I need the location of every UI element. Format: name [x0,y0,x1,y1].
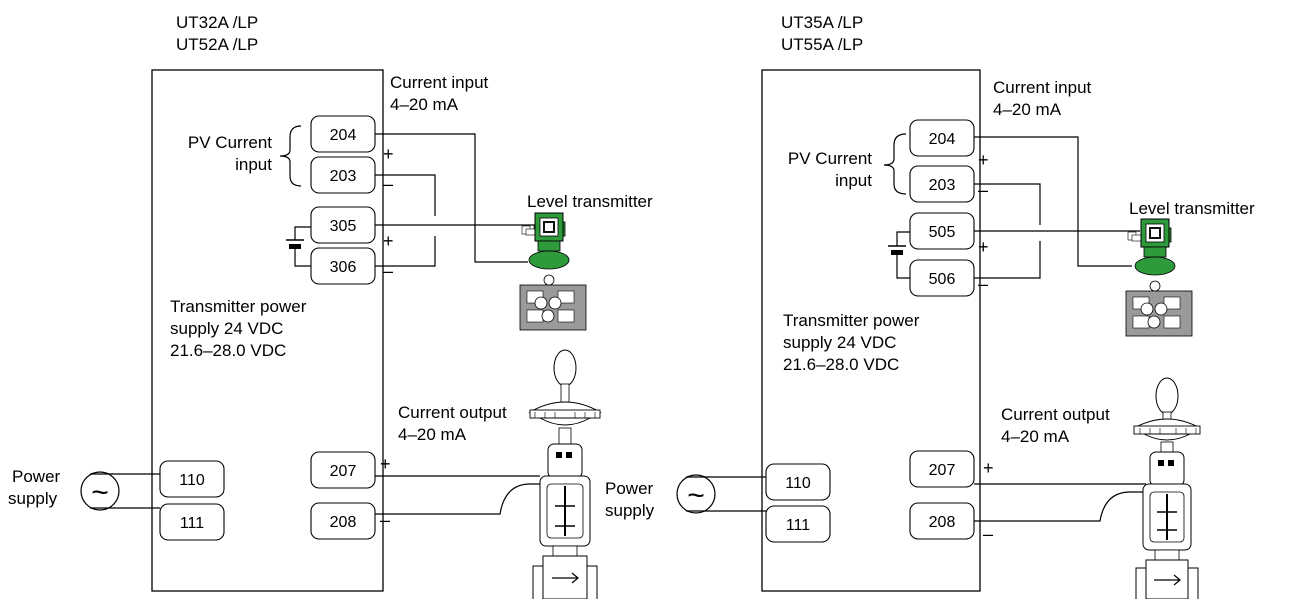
left-power-supply-line2: supply [8,489,58,508]
right-tx-power-line1: Transmitter power [783,311,920,330]
svg-text:305: 305 [330,218,357,235]
right-current-output-label: Current output [1001,405,1110,424]
left-tx-power-line1: Transmitter power [170,297,307,316]
right-current-input-label: Current input [993,78,1092,97]
left-plus-sign: + [383,231,394,251]
left-pv-label-line2: input [235,155,272,174]
svg-text:~: ~ [687,479,705,512]
right-power-supply-line1: Power [605,479,654,498]
left-plus-sign: + [380,454,391,474]
right-battery-icon [888,231,910,279]
svg-text:207: 207 [929,462,956,479]
right-ac-source-icon: ~ [676,474,716,514]
svg-text:207: 207 [330,463,357,480]
left-level-transmitter-icon [519,212,587,331]
right-terminal-110: 110 [765,463,831,501]
svg-text:111: 111 [786,517,810,534]
right-pv-label-line2: input [835,171,872,190]
svg-text:208: 208 [929,514,956,531]
left-terminal-111: 111 [159,503,225,541]
svg-text:506: 506 [929,271,956,288]
right-model-line1: UT35A /LP [781,13,863,32]
right-current-input-range: 4–20 mA [993,100,1062,119]
left-tx-power-line3: 21.6–28.0 VDC [170,341,286,360]
left-tx-power-line2: supply 24 VDC [170,319,283,338]
left-minus-sign: – [383,261,393,281]
right-minus-sign: – [983,524,993,544]
left-terminal-207: 207 [310,451,376,489]
left-wire-203 [375,174,436,216]
svg-text:208: 208 [330,514,357,531]
svg-text:204: 204 [330,127,357,144]
left-panel: UT32A /LP UT52A /LP 204 203 305 306 207 … [8,13,653,599]
left-terminal-203: 203 [310,156,376,194]
left-minus-sign: – [383,174,393,194]
left-model-line2: UT52A /LP [176,35,258,54]
right-wire-203 [974,183,1041,225]
right-pv-brace [883,133,907,195]
left-terminal-204: 204 [310,115,376,153]
left-pv-label-line1: PV Current [188,133,272,152]
left-power-supply-line1: Power [12,467,61,486]
right-level-transmitter-label: Level transmitter [1129,199,1255,218]
right-current-output-range: 4–20 mA [1001,427,1070,446]
right-terminal-204: 204 [909,119,975,157]
right-tx-power-line3: 21.6–28.0 VDC [783,355,899,374]
svg-text:110: 110 [785,475,811,492]
left-minus-sign: – [380,510,390,530]
right-model-line2: UT55A /LP [781,35,863,54]
right-terminal-506: 506 [909,259,975,297]
svg-text:110: 110 [179,472,205,489]
right-plus-sign: + [978,150,989,170]
left-wire-204 [375,133,528,263]
svg-text:306: 306 [330,259,357,276]
left-level-transmitter-label: Level transmitter [527,192,653,211]
right-terminal-505: 505 [909,212,975,250]
right-wire-204 [974,136,1132,267]
left-pv-brace [279,125,302,187]
left-wire-306 [375,236,436,267]
right-panel: UT35A /LP UT55A /LP 204 203 505 506 207 … [605,13,1255,599]
left-battery-icon [286,226,311,267]
left-terminal-208: 208 [310,502,376,540]
right-wire-506 [974,241,1041,279]
left-wire-208 [375,483,540,515]
left-terminal-110: 110 [159,460,225,498]
left-model-line1: UT32A /LP [176,13,258,32]
left-current-input-label: Current input [390,73,489,92]
left-terminal-306: 306 [310,247,376,285]
left-current-output-range: 4–20 mA [398,425,467,444]
right-plus-sign: + [978,237,989,257]
right-terminal-207: 207 [909,450,975,488]
svg-text:203: 203 [330,168,357,185]
right-plus-sign: + [983,458,994,478]
right-minus-sign: – [978,274,988,294]
left-current-input-range: 4–20 mA [390,95,459,114]
svg-text:111: 111 [180,515,204,532]
right-tx-power-line2: supply 24 VDC [783,333,896,352]
svg-text:204: 204 [929,131,956,148]
right-terminal-111: 111 [765,505,831,543]
right-minus-sign: – [978,180,988,200]
right-power-supply-line2: supply [605,501,655,520]
left-current-output-label: Current output [398,403,507,422]
right-terminal-208: 208 [909,502,975,540]
left-terminal-305: 305 [310,206,376,244]
svg-text:505: 505 [929,224,956,241]
right-control-valve-icon [1133,377,1201,599]
left-ac-source-icon: ~ [80,471,120,511]
right-terminal-203: 203 [909,165,975,203]
left-plus-sign: + [383,144,394,164]
left-control-valve-icon [528,349,602,599]
svg-text:~: ~ [91,476,109,509]
svg-text:203: 203 [929,177,956,194]
right-pv-label-line1: PV Current [788,149,872,168]
right-wire-208 [974,491,1146,522]
right-level-transmitter-icon [1125,218,1193,337]
